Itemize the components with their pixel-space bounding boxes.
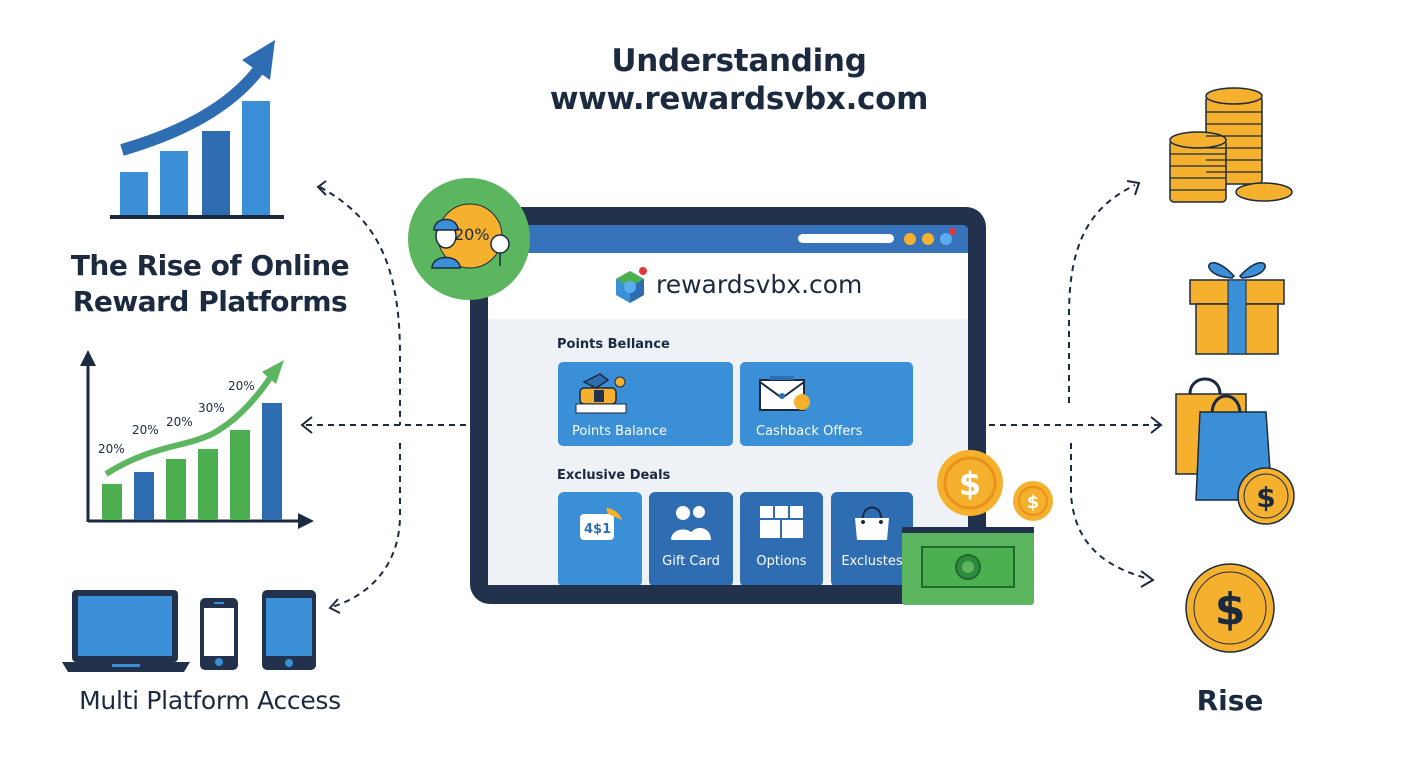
svg-text:20%: 20% bbox=[228, 379, 255, 393]
gold-coin-large-icon: $ bbox=[937, 450, 1003, 516]
site-logo-icon[interactable] bbox=[612, 265, 652, 305]
rising-bar-chart-icon bbox=[110, 40, 284, 219]
dollar-bill-icon bbox=[902, 527, 1034, 605]
svg-text:$: $ bbox=[1027, 492, 1040, 513]
svg-text:20%: 20% bbox=[132, 423, 159, 437]
left-heading-line-1: The Rise of Online bbox=[70, 249, 350, 282]
tile-exclusives[interactable]: Exclustes bbox=[831, 492, 913, 585]
tile-gift-card[interactable]: Gift Card bbox=[649, 492, 733, 585]
tablet-icon bbox=[262, 590, 316, 670]
gift-box-icon bbox=[1189, 262, 1285, 355]
user-discount-icon: 20% bbox=[431, 203, 510, 269]
grid-icon bbox=[760, 506, 803, 538]
site-header: rewardsvbx.com bbox=[488, 253, 968, 319]
svg-text:4$1: 4$1 bbox=[584, 522, 611, 537]
connector-arrows-left bbox=[300, 180, 466, 614]
svg-text:$: $ bbox=[1256, 481, 1275, 514]
browser-top-bar bbox=[488, 225, 968, 253]
card-cashback-offers-label: Cashback Offers bbox=[756, 424, 863, 439]
site-name[interactable]: rewardsvbx.com bbox=[656, 270, 863, 299]
treasure-chest-icon bbox=[575, 373, 627, 414]
envelope-coin-icon bbox=[759, 376, 810, 411]
laptop-icon bbox=[62, 590, 190, 672]
page-title: Understanding www.rewardsvbx.com bbox=[0, 42, 1408, 118]
connector-arrows-right bbox=[989, 180, 1163, 588]
dollar-card-icon: 4$1 bbox=[580, 508, 622, 540]
window-dot-3[interactable] bbox=[940, 233, 952, 245]
rise-label: Rise bbox=[1196, 684, 1264, 717]
title-line-2: www.rewardsvbx.com bbox=[549, 81, 929, 117]
svg-text:20%: 20% bbox=[454, 225, 490, 244]
tile-options[interactable]: Options bbox=[740, 492, 823, 585]
notification-dot bbox=[949, 228, 956, 235]
section-label-exclusive-deals: Exclusive Deals bbox=[557, 468, 671, 483]
gold-coin-small-icon: $ bbox=[1013, 481, 1053, 521]
svg-text:20%: 20% bbox=[166, 415, 193, 429]
dollar-coin-icon: $ bbox=[1185, 563, 1275, 653]
coin-stack-icon bbox=[1169, 87, 1293, 203]
card-points-balance-label: Points Balance bbox=[572, 424, 668, 439]
left-heading-line-2: Reward Platforms bbox=[72, 285, 348, 318]
svg-text:20%: 20% bbox=[98, 442, 125, 456]
address-bar[interactable] bbox=[798, 234, 894, 243]
shopping-bag-icon bbox=[855, 506, 889, 540]
card-cashback-offers[interactable]: Cashback Offers bbox=[740, 362, 913, 446]
shopping-bags-icon: $ bbox=[1175, 377, 1295, 525]
browser-screen: rewardsvbx.com Points Bellance Points Ba… bbox=[488, 225, 968, 585]
svg-text:30%: 30% bbox=[198, 401, 225, 415]
card-points-balance[interactable]: Points Balance bbox=[558, 362, 733, 446]
multi-platform-label: Multi Platform Access bbox=[79, 686, 341, 715]
discount-badge: 20% bbox=[408, 178, 530, 300]
growth-chart: 20% 20% 20% 30% 20% bbox=[80, 350, 314, 529]
phone-icon bbox=[200, 598, 238, 670]
window-dot-1[interactable] bbox=[904, 233, 916, 245]
window-dot-2[interactable] bbox=[922, 233, 934, 245]
section-label-points: Points Bellance bbox=[557, 337, 670, 352]
svg-text:$: $ bbox=[959, 465, 981, 503]
svg-text:$: $ bbox=[1215, 584, 1246, 635]
tile-options-label: Options bbox=[756, 554, 807, 569]
tile-exclusives-label: Exclustes bbox=[841, 554, 903, 569]
tile-gift-card-label: Gift Card bbox=[662, 554, 720, 569]
left-heading: The Rise of Online Reward Platforms bbox=[40, 248, 380, 320]
people-icon bbox=[671, 506, 711, 540]
tile-dollar-card[interactable]: 4$1 bbox=[558, 492, 642, 585]
title-line-1: Understanding bbox=[611, 43, 867, 79]
